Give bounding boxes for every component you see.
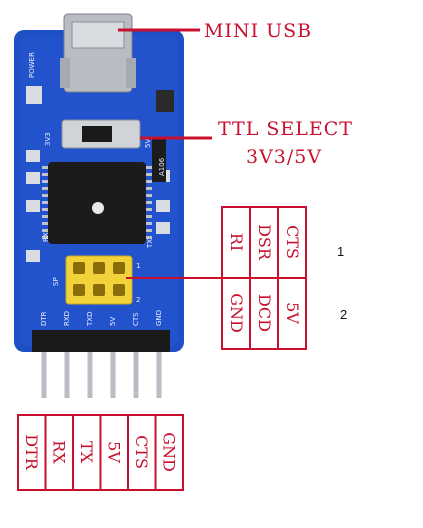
bottom-pin-table <box>17 414 184 491</box>
silk-5v: 5V <box>144 139 152 148</box>
jumper-cell-bottom: DCD <box>255 294 274 332</box>
pad <box>156 200 170 212</box>
switch-slider <box>82 126 112 142</box>
header-pins <box>41 352 162 398</box>
usb-tab-right <box>126 58 136 88</box>
silk-header-label: 5V <box>109 317 117 326</box>
pad <box>26 200 40 212</box>
silk-jumper-num-right: 2 <box>136 296 140 304</box>
jumper-cell-top: RI <box>227 233 246 251</box>
silk-tx: TX <box>146 239 154 249</box>
bottom-pin-cell: CTS <box>132 435 151 469</box>
pad <box>26 250 40 262</box>
silk-header-label: RXD <box>63 311 71 326</box>
bottom-pin-cell: 5V <box>105 441 124 463</box>
usb-tab-left <box>60 58 70 88</box>
pad <box>26 86 42 104</box>
component <box>156 90 174 112</box>
jumper-row-number-1: 1 <box>337 244 345 259</box>
jumper-cell-top: DSR <box>255 224 274 261</box>
silk-header-label: TXD <box>86 312 94 327</box>
bottom-pin-cell: GND <box>160 432 179 472</box>
pin-header-base <box>32 330 170 352</box>
mini-usb-opening <box>71 21 125 49</box>
callout-ttl-select: TTL SELECT <box>218 118 353 140</box>
silk-header-labels: DTR RXD TXD 5V CTS GND <box>40 310 163 327</box>
silk-side-mark: SP <box>52 277 60 286</box>
chip-dot <box>92 202 104 214</box>
small-ic <box>152 138 166 182</box>
bottom-pin-cell: RX <box>50 440 69 464</box>
silk-header-label: DTR <box>40 311 48 326</box>
silk-jumper-num-left: 1 <box>136 262 140 270</box>
jumper-row-number-2: 2 <box>340 307 348 322</box>
callout-mini-usb: MINI USB <box>204 20 313 42</box>
silk-chip-mark: A106 <box>158 157 166 176</box>
jumper-cell-bottom: 5V <box>283 302 302 324</box>
pad <box>26 150 40 162</box>
jumper-cell-bottom: GND <box>227 293 246 333</box>
silk-header-label: GND <box>155 310 163 326</box>
silk-power: POWER <box>28 52 36 78</box>
silk-3v3: 3V3 <box>44 132 52 146</box>
chip-pins <box>42 166 152 239</box>
callout-ttl-voltage: 3V3/5V <box>246 146 323 168</box>
silk-rx: RX <box>42 232 50 242</box>
bottom-pin-cell: DTR <box>22 434 41 471</box>
bottom-pin-cell: TX <box>77 441 96 464</box>
silk-header-label: CTS <box>132 312 140 326</box>
pad <box>26 172 40 184</box>
jumper-pin-table <box>221 206 307 350</box>
pad <box>156 222 170 234</box>
jumper-cell-top: CTS <box>283 225 302 259</box>
jumper-holes <box>73 262 125 296</box>
